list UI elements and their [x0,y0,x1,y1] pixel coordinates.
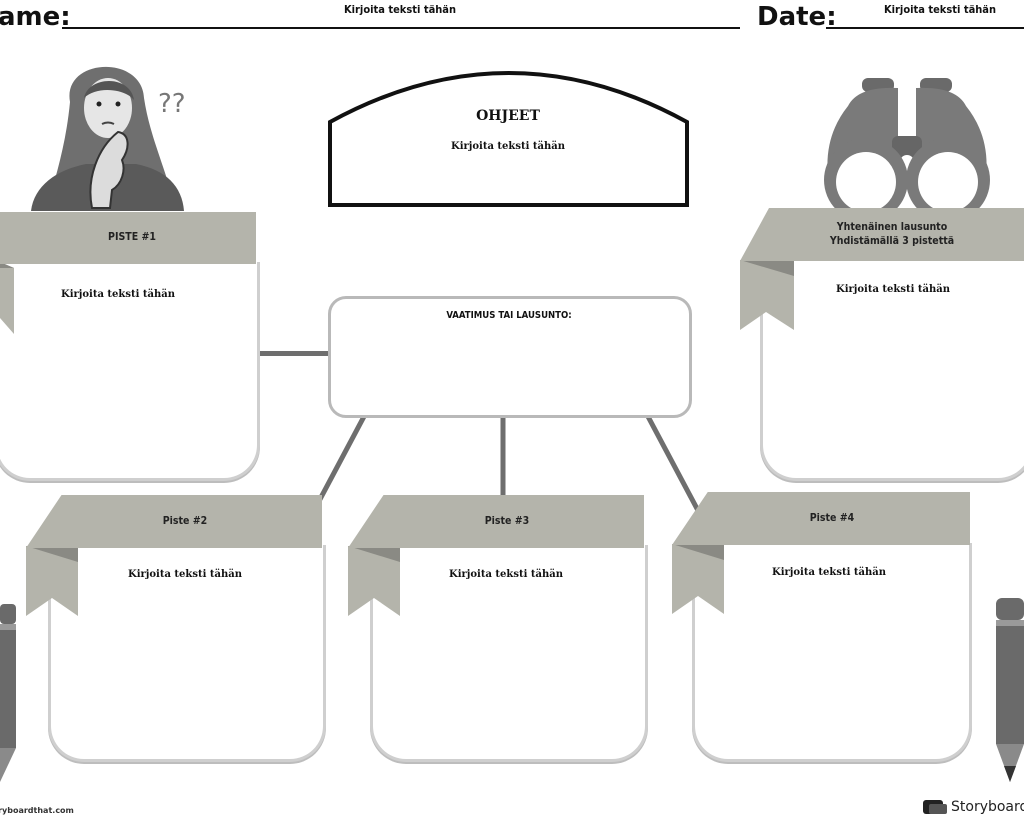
claim-box[interactable] [328,296,692,418]
name-label: ame: [0,2,71,32]
point1-title: PISTE #1 [108,231,156,244]
summary-title-line2: Yhdistämällä 3 pistettä [829,234,955,247]
point4-text[interactable]: Kirjoita teksti tähän [772,567,886,578]
point3-card[interactable] [370,545,648,762]
connector-point2 [313,415,367,508]
point3-ribbon: Piste #3 [348,495,644,548]
point1-ribbon-fold [0,262,14,334]
point3-title: Piste #3 [484,514,530,527]
thinking-woman-illustration: ?? [31,66,186,211]
date-field[interactable]: Kirjoita teksti tähän [883,3,997,16]
point3-text[interactable]: Kirjoita teksti tähän [449,569,563,580]
summary-text[interactable]: Kirjoita teksti tähän [836,284,950,295]
point2-ribbon-fold [26,546,78,616]
footer-website[interactable]: storyboardthat.com [0,806,74,815]
name-underline [62,27,740,29]
point3-ribbon-fold [348,546,400,616]
pencil-left-icon [0,604,16,782]
point4-card[interactable] [692,543,972,762]
point2-ribbon: Piste #2 [26,495,322,548]
instructions-text[interactable]: Kirjoita teksti tähän [451,141,565,152]
storyboard-logo-icon [923,800,947,814]
date-underline [826,27,1024,29]
svg-text:??: ?? [158,89,186,119]
point1-card[interactable] [0,262,260,481]
footer-brand: Storyboard [951,799,1024,815]
date-label: Date: [757,2,837,32]
summary-ribbon: Yhtenäinen lausunto Yhdistämällä 3 piste… [740,208,1024,261]
point1-ribbon: PISTE #1 [0,212,256,264]
point1-text[interactable]: Kirjoita teksti tähän [61,289,175,300]
point4-ribbon-fold [672,544,724,614]
point2-card[interactable] [48,545,326,762]
pencil-right-icon [996,598,1024,782]
summary-card[interactable] [760,260,1024,481]
point4-ribbon: Piste #4 [672,492,970,545]
binoculars-icon [824,78,990,212]
claim-title: VAATIMUS TAI LAUSUNTO: [446,310,572,321]
connector-point4 [645,415,702,515]
point2-text[interactable]: Kirjoita teksti tähän [128,569,242,580]
footer-brand-logo: Storyboard [923,799,1024,815]
instructions-title: OHJEET [476,108,540,124]
instructions-box [328,71,689,207]
name-field[interactable]: Kirjoita teksti tähän [343,3,457,16]
connector-point3 [500,416,506,499]
summary-ribbon-fold [740,260,794,330]
point2-title: Piste #2 [162,514,208,527]
point4-title: Piste #4 [809,511,855,524]
connector-point1 [255,351,331,356]
summary-title-line1: Yhtenäinen lausunto [836,221,948,234]
